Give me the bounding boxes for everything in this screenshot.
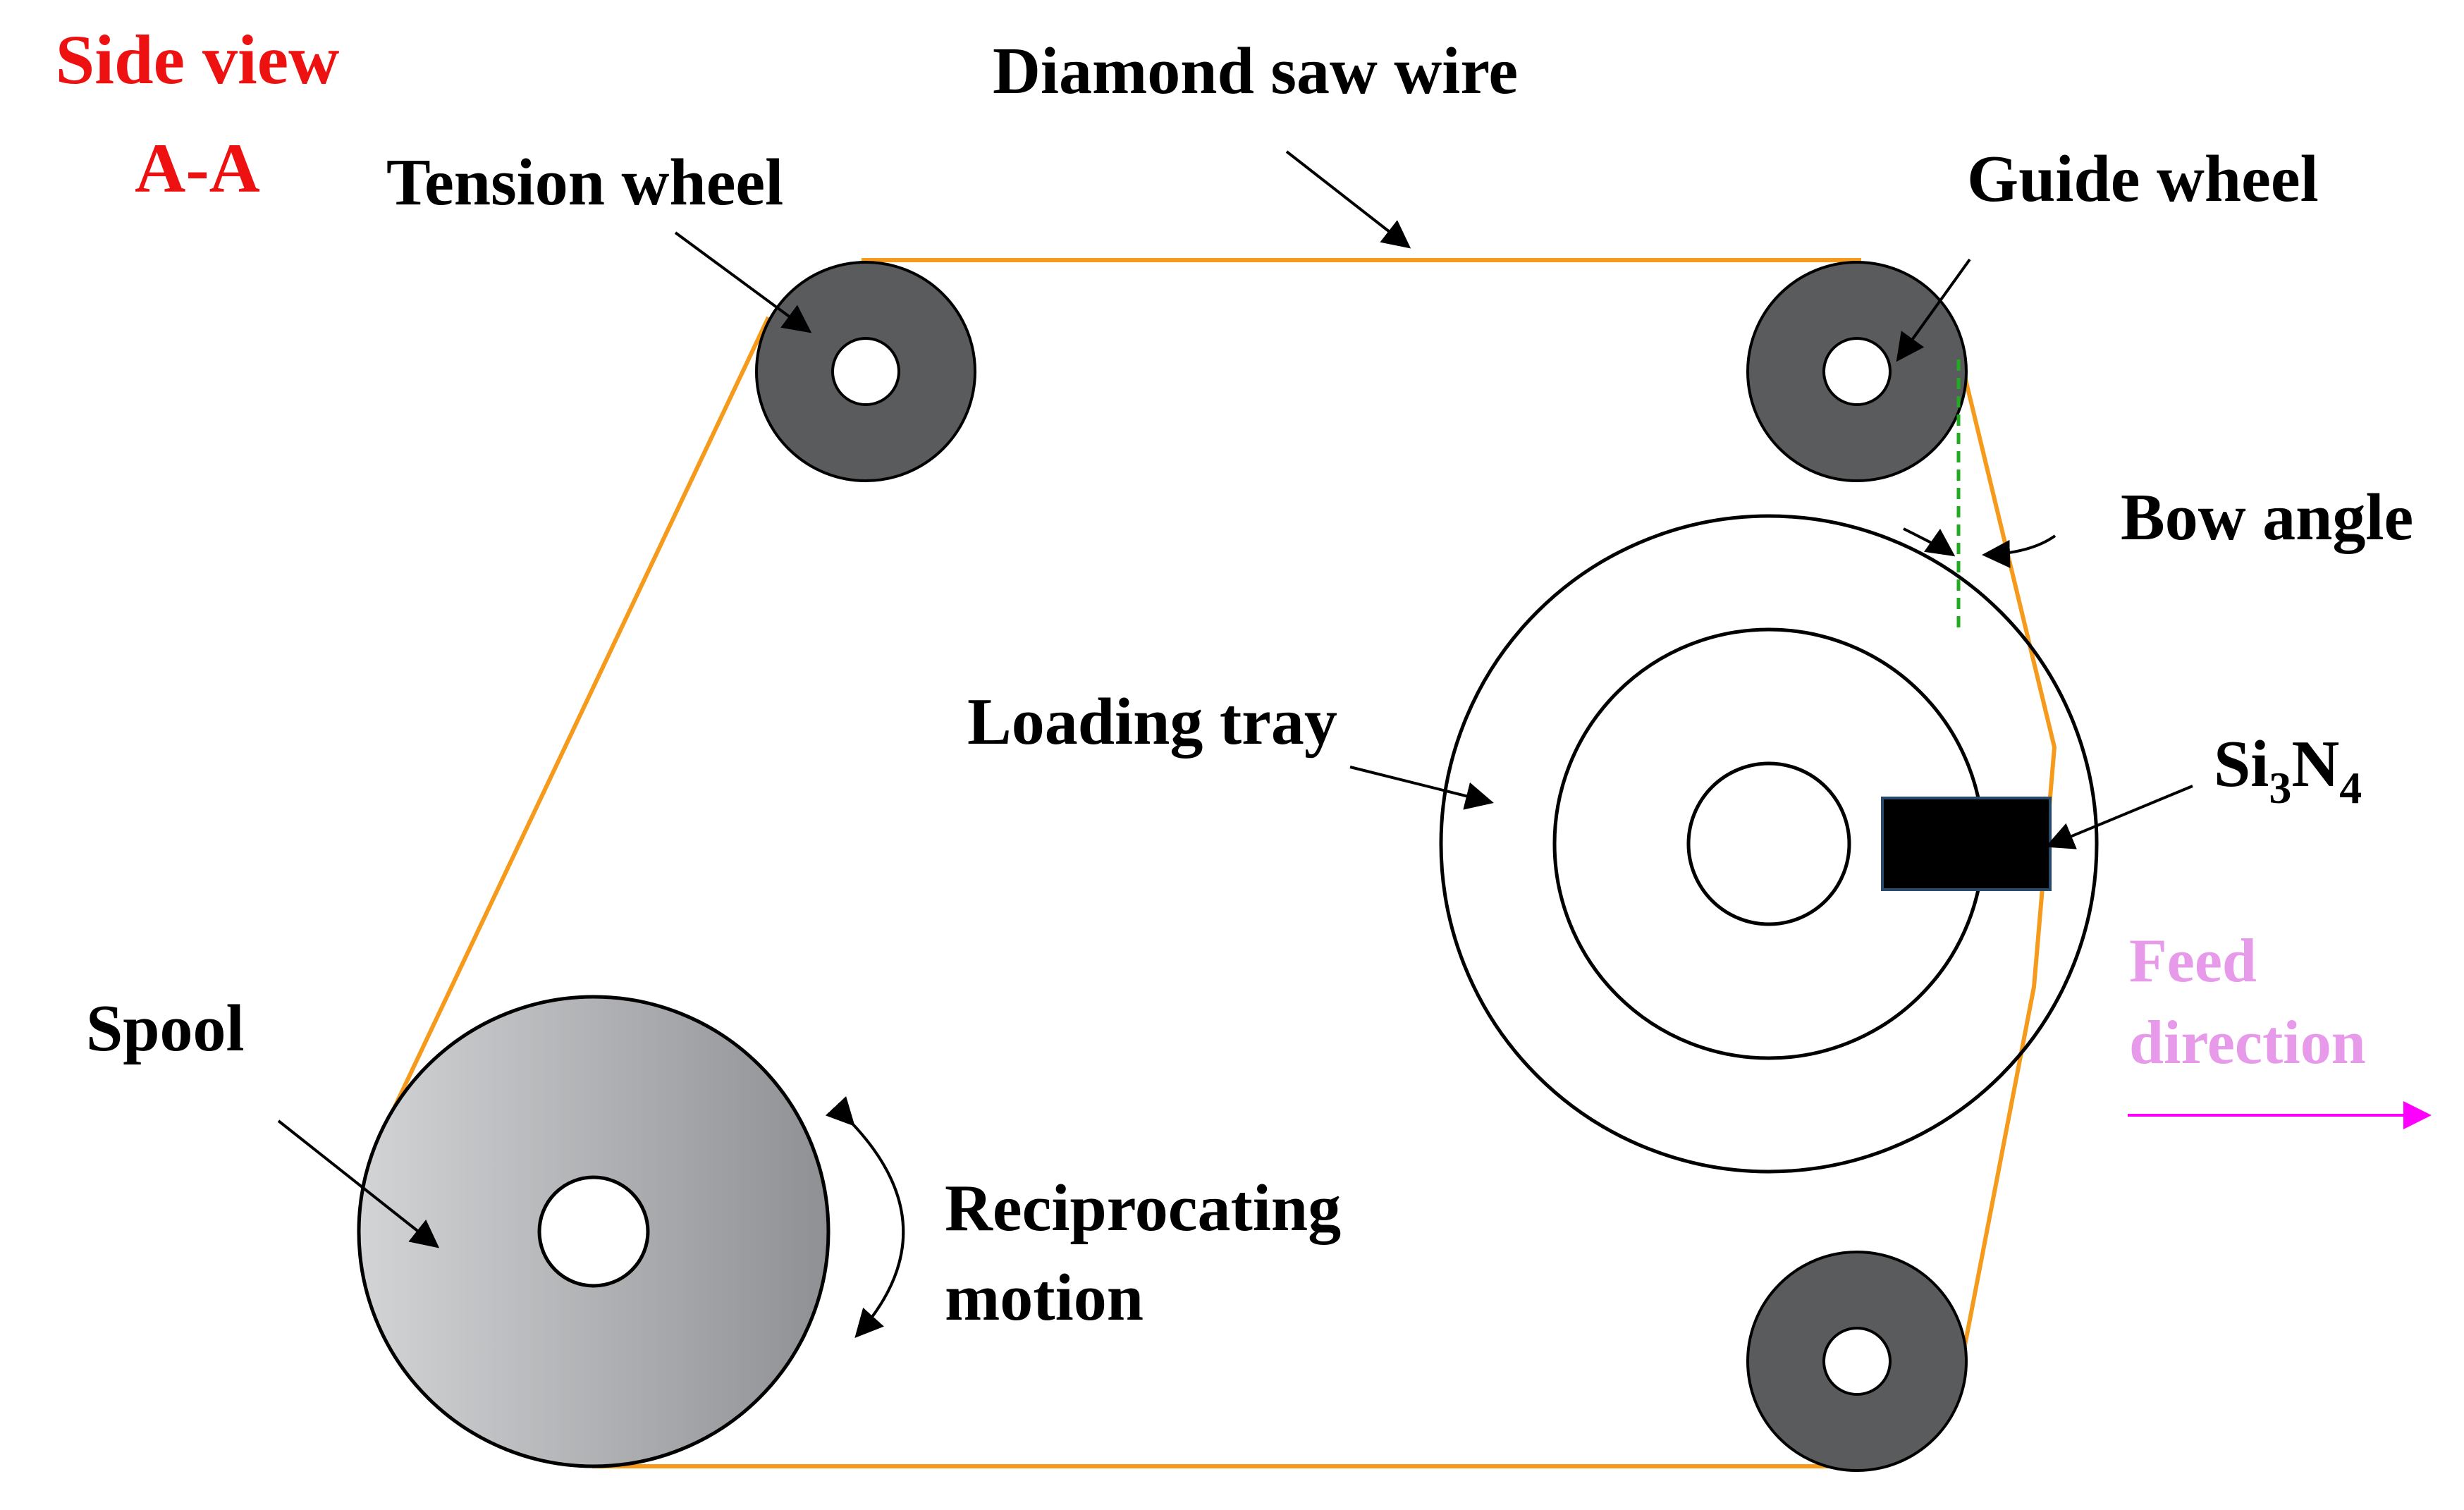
si3n4-leader	[2045, 785, 2193, 849]
reciprocating-label-line2: motion	[945, 1261, 1144, 1334]
si3n4-sub-3: 3	[2269, 763, 2291, 813]
tension-wheel	[755, 261, 976, 482]
feed-label-line2: direction	[2129, 1009, 2366, 1077]
spool-leader	[277, 1119, 440, 1248]
wire-label: Diamond saw wire	[993, 35, 1518, 108]
loading-tray-leader	[1349, 766, 1494, 810]
title-line2: A-A	[135, 129, 260, 207]
si3n4-n: N	[2291, 728, 2339, 801]
bow-angle-arc	[1903, 527, 1956, 557]
feed-label-line1: Feed	[2129, 927, 2257, 995]
wire-leader	[1285, 150, 1411, 249]
title-line1: Side view	[56, 20, 340, 99]
spool	[357, 995, 830, 1468]
wire-left-segment	[380, 316, 771, 1135]
si3n4-si: Si	[2214, 728, 2269, 801]
si3n4-workpiece	[1881, 797, 2052, 891]
tension-wheel-leader	[674, 231, 812, 333]
bow-angle-label: Bow angle	[2121, 481, 2413, 554]
bow-angle-arc-right	[1982, 534, 2057, 568]
guide-wheel-leader	[1896, 258, 1971, 362]
spool-label: Spool	[86, 992, 245, 1065]
si3n4-sub-4: 4	[2339, 763, 2362, 813]
guide-wheel-label: Guide wheel	[1967, 142, 2319, 216]
reciprocating-label-line1: Reciprocating	[945, 1172, 1341, 1245]
loading-tray-label: Loading tray	[967, 685, 1337, 759]
tension-wheel-label: Tension wheel	[386, 146, 783, 219]
si3n4-label: Si3N4	[2214, 728, 2362, 813]
guide-wheel	[1746, 261, 1968, 482]
reciprocating-motion-arrow	[825, 1096, 905, 1338]
guide-wheel-bottom	[1746, 1251, 1968, 1472]
